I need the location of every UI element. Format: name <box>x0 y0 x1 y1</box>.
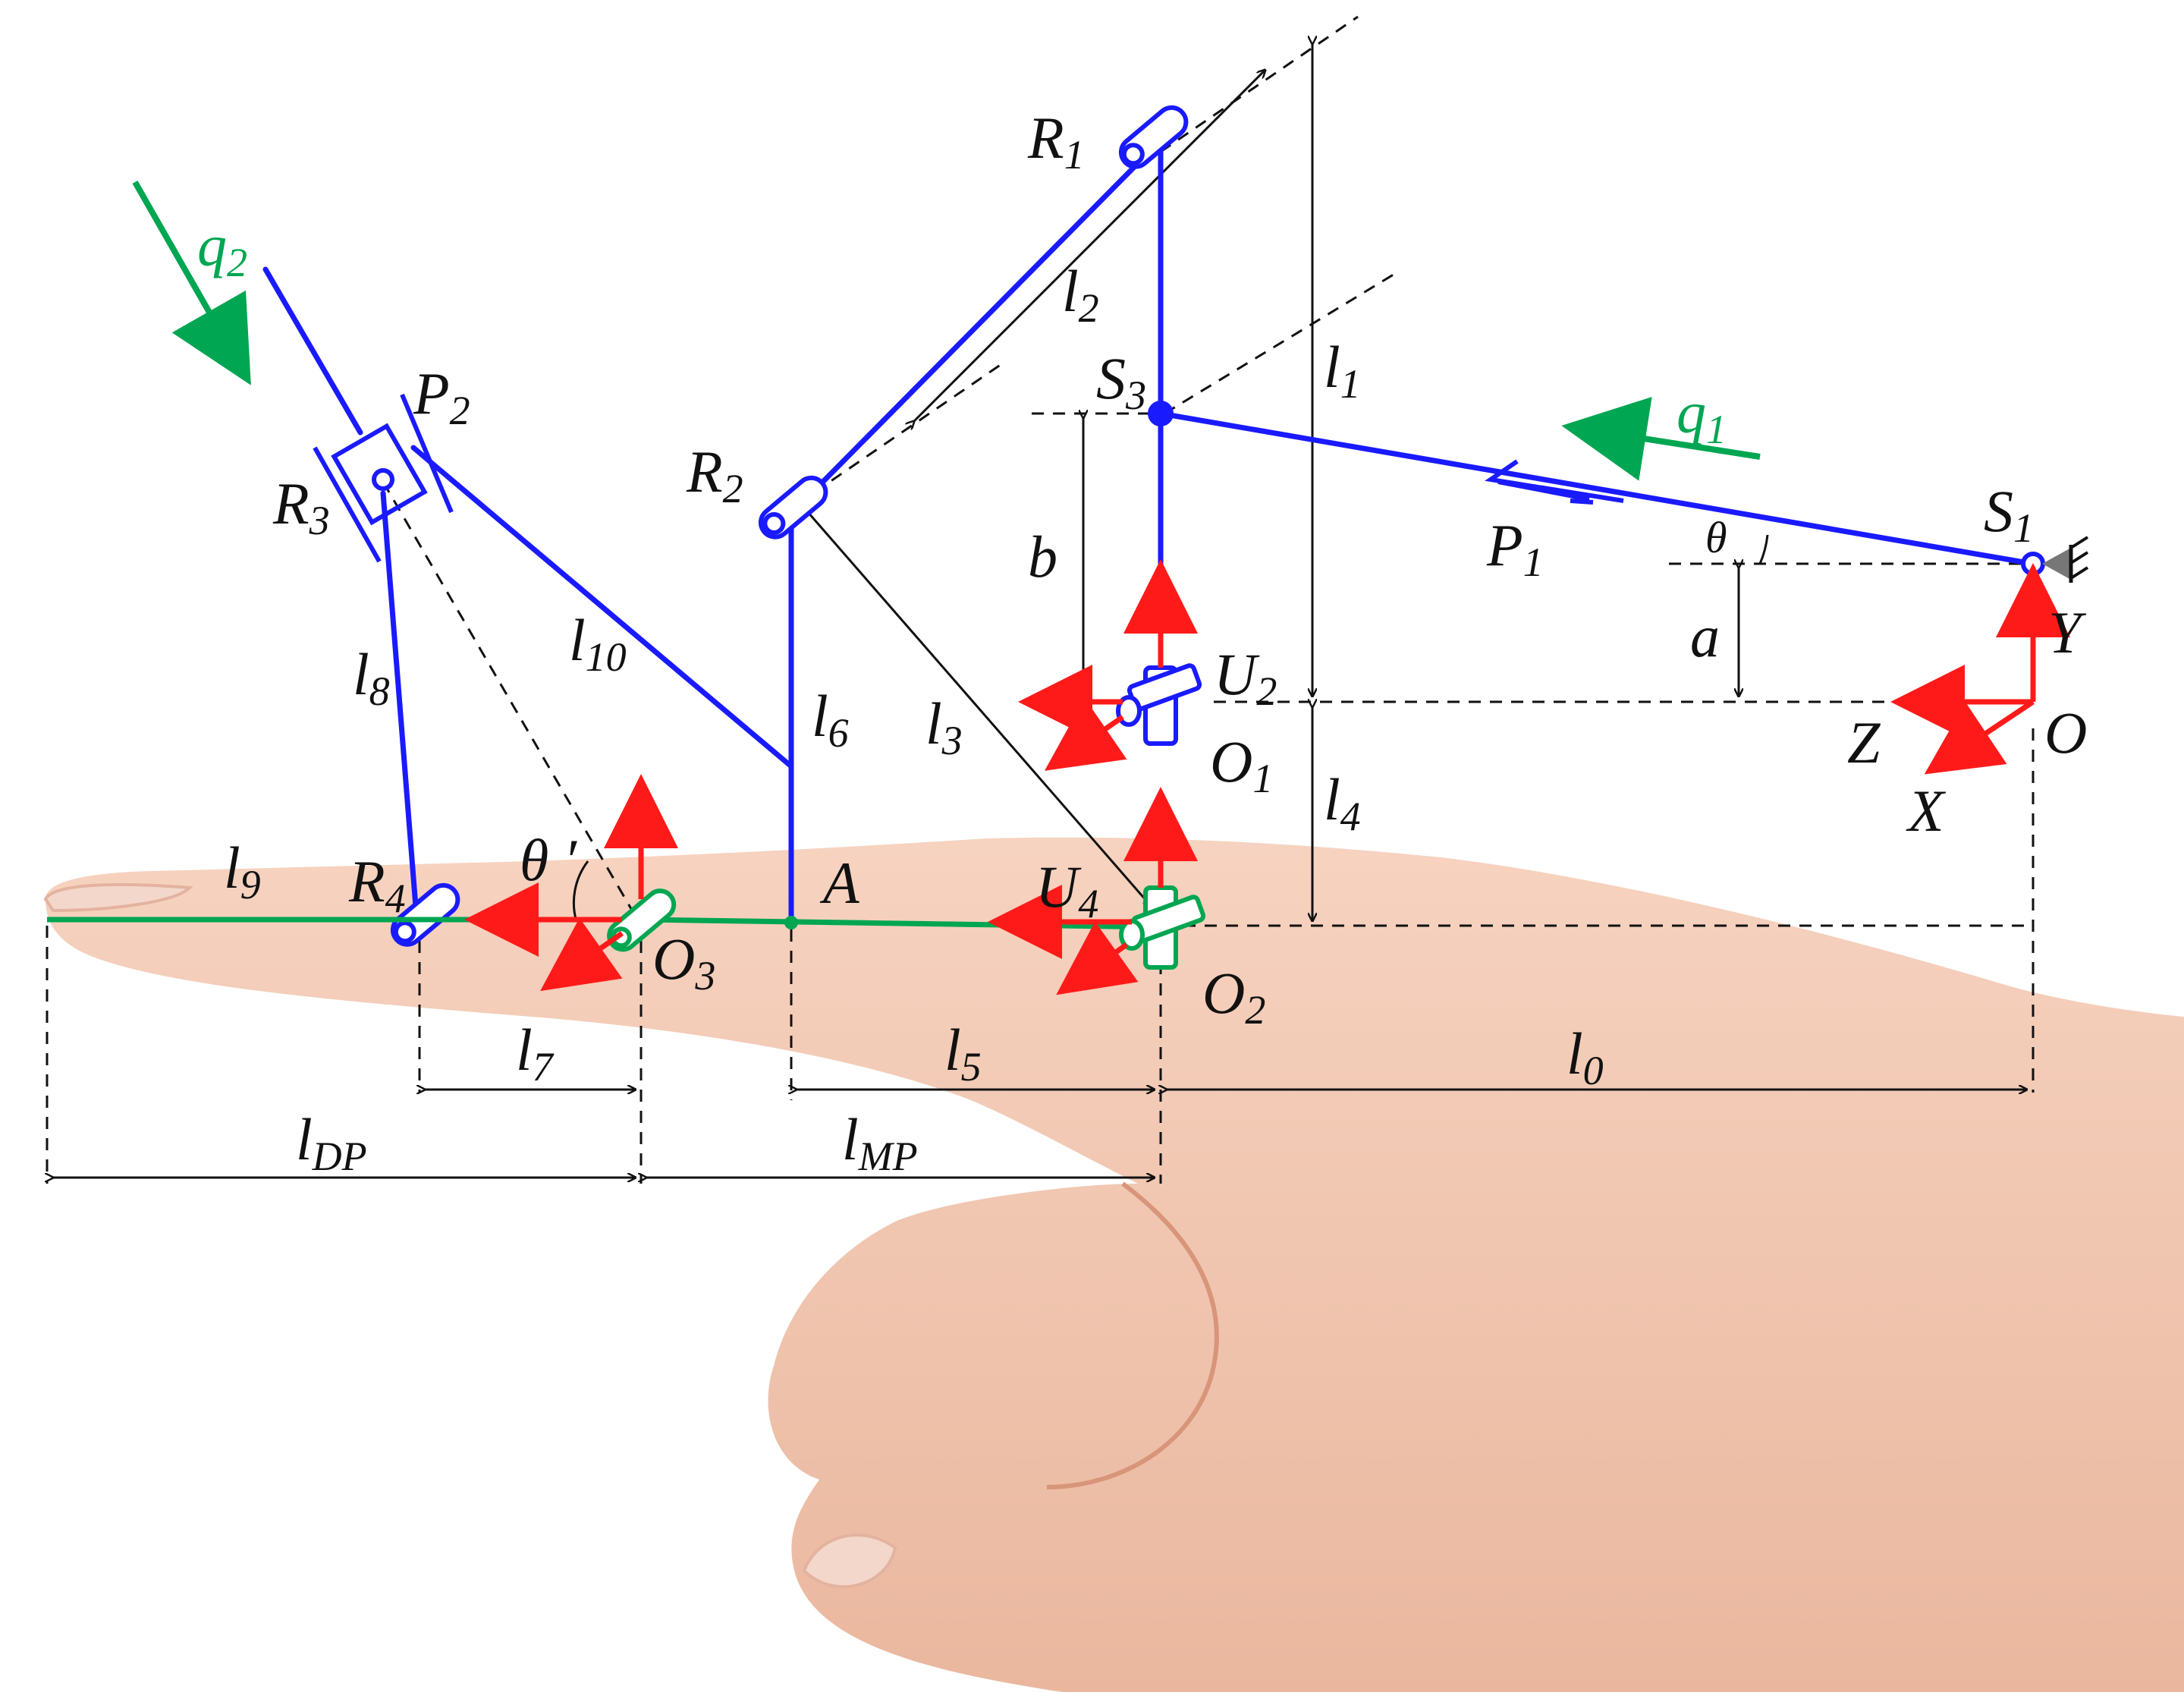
q2-arrow <box>132 181 251 385</box>
label-s3: S3 <box>1096 345 1146 418</box>
label-ldp: lDP <box>296 1106 367 1179</box>
label-l7: l7 <box>516 1017 555 1090</box>
dashed-r2-to-l2 <box>796 363 1002 506</box>
label-p1: P1 <box>1486 512 1544 585</box>
link-l2 <box>801 149 1152 504</box>
label-q2: q2 <box>197 212 247 285</box>
frame-o <box>1890 563 2070 775</box>
label-r2: R2 <box>686 439 743 511</box>
joint-s1 <box>2021 552 2045 576</box>
label-r3: R3 <box>272 470 330 543</box>
label-o: O <box>2044 700 2087 766</box>
label-q1: q1 <box>1676 379 1727 452</box>
label-o2: O2 <box>1202 960 1265 1033</box>
prismatic-joint-p2 <box>313 393 454 563</box>
label-x: X <box>1906 778 1947 844</box>
angle-theta-prime-arc <box>572 860 589 923</box>
label-l9: l9 <box>224 835 261 907</box>
thumb-nail <box>802 1533 897 1589</box>
label-r4: R4 <box>348 848 406 921</box>
universal-joint-u2 <box>1116 663 1202 746</box>
frame-o1 <box>1018 559 1198 771</box>
dashed-r1-extension <box>1160 15 1359 153</box>
p2-slider-block <box>331 423 428 526</box>
angle-theta-arc <box>1758 534 1769 565</box>
label-l8: l8 <box>353 641 390 714</box>
frame-o2 <box>988 787 1198 995</box>
label-l2: l2 <box>1062 258 1099 331</box>
label-y: Y <box>2048 599 2087 665</box>
link-q2-input <box>262 266 363 436</box>
coordinate-frames <box>464 559 2070 995</box>
label-b-dim: b <box>1028 524 1057 590</box>
label-lmp: lMP <box>842 1106 918 1179</box>
label-l3: l3 <box>925 690 963 763</box>
revolute-joints <box>390 105 2045 947</box>
point-a <box>784 916 798 929</box>
construction-lines <box>46 15 2035 1184</box>
dim-l2 <box>914 70 1265 421</box>
label-u2: U2 <box>1214 641 1277 714</box>
dim-l3 <box>808 512 1152 907</box>
label-o3: O3 <box>652 926 715 999</box>
p1-guide <box>1497 480 1590 502</box>
fingernail <box>43 882 193 913</box>
ground-triangle <box>2042 548 2071 580</box>
finger-knuckle-crease <box>1046 1181 1219 1489</box>
ground-symbol <box>2042 536 2089 583</box>
joint-r2 <box>758 475 828 539</box>
dashed-r3-to-o3 <box>382 481 640 923</box>
label-s1: S1 <box>1984 478 2034 551</box>
label-a-dim: a <box>1690 603 1720 669</box>
prismatic-joint-p1 <box>1485 459 1624 505</box>
p2-guide-left <box>313 446 382 563</box>
link-s3-s1 <box>1158 410 2036 567</box>
label-r1: R1 <box>1027 105 1085 178</box>
label-l1: l1 <box>1324 334 1361 407</box>
joint-r1 <box>1118 105 1189 169</box>
link-l10 <box>410 445 794 769</box>
label-theta: θ <box>1705 513 1727 562</box>
label-l10: l10 <box>569 607 627 680</box>
input-arrows <box>132 181 1761 481</box>
label-a: A <box>819 850 859 916</box>
joint-r4 <box>390 882 460 947</box>
label-l5: l5 <box>944 1017 982 1090</box>
dashed-s3-extension <box>1164 272 1397 415</box>
p1-slider-bottom <box>1570 498 1594 505</box>
p1-slider-top <box>1485 459 1624 503</box>
label-o1: O1 <box>1210 728 1273 801</box>
label-l4: l4 <box>1324 766 1361 839</box>
label-u4: U4 <box>1035 854 1098 926</box>
label-p2: P2 <box>413 360 470 433</box>
joint-s3 <box>1148 401 1174 426</box>
label-z: Z <box>1847 709 1881 775</box>
labels: R1 R2 R3 R4 P1 P2 S1 S3 U2 U4 O O1 O2 O3… <box>197 105 2087 1179</box>
dimension-arrows <box>53 44 2027 1178</box>
p2-guide-right <box>400 393 454 514</box>
label-theta-prime: θ ′ <box>520 827 578 893</box>
label-l6: l6 <box>812 683 849 756</box>
q1-arrow <box>1561 397 1761 481</box>
r3-pin <box>372 468 394 491</box>
link-l8 <box>380 490 419 910</box>
hand-shape <box>46 837 2184 1692</box>
exoskeleton-mechanism <box>262 149 2036 929</box>
label-l0: l0 <box>1567 1021 1604 1093</box>
hand-illustration <box>43 837 2184 1692</box>
frame-o3 <box>464 774 678 992</box>
